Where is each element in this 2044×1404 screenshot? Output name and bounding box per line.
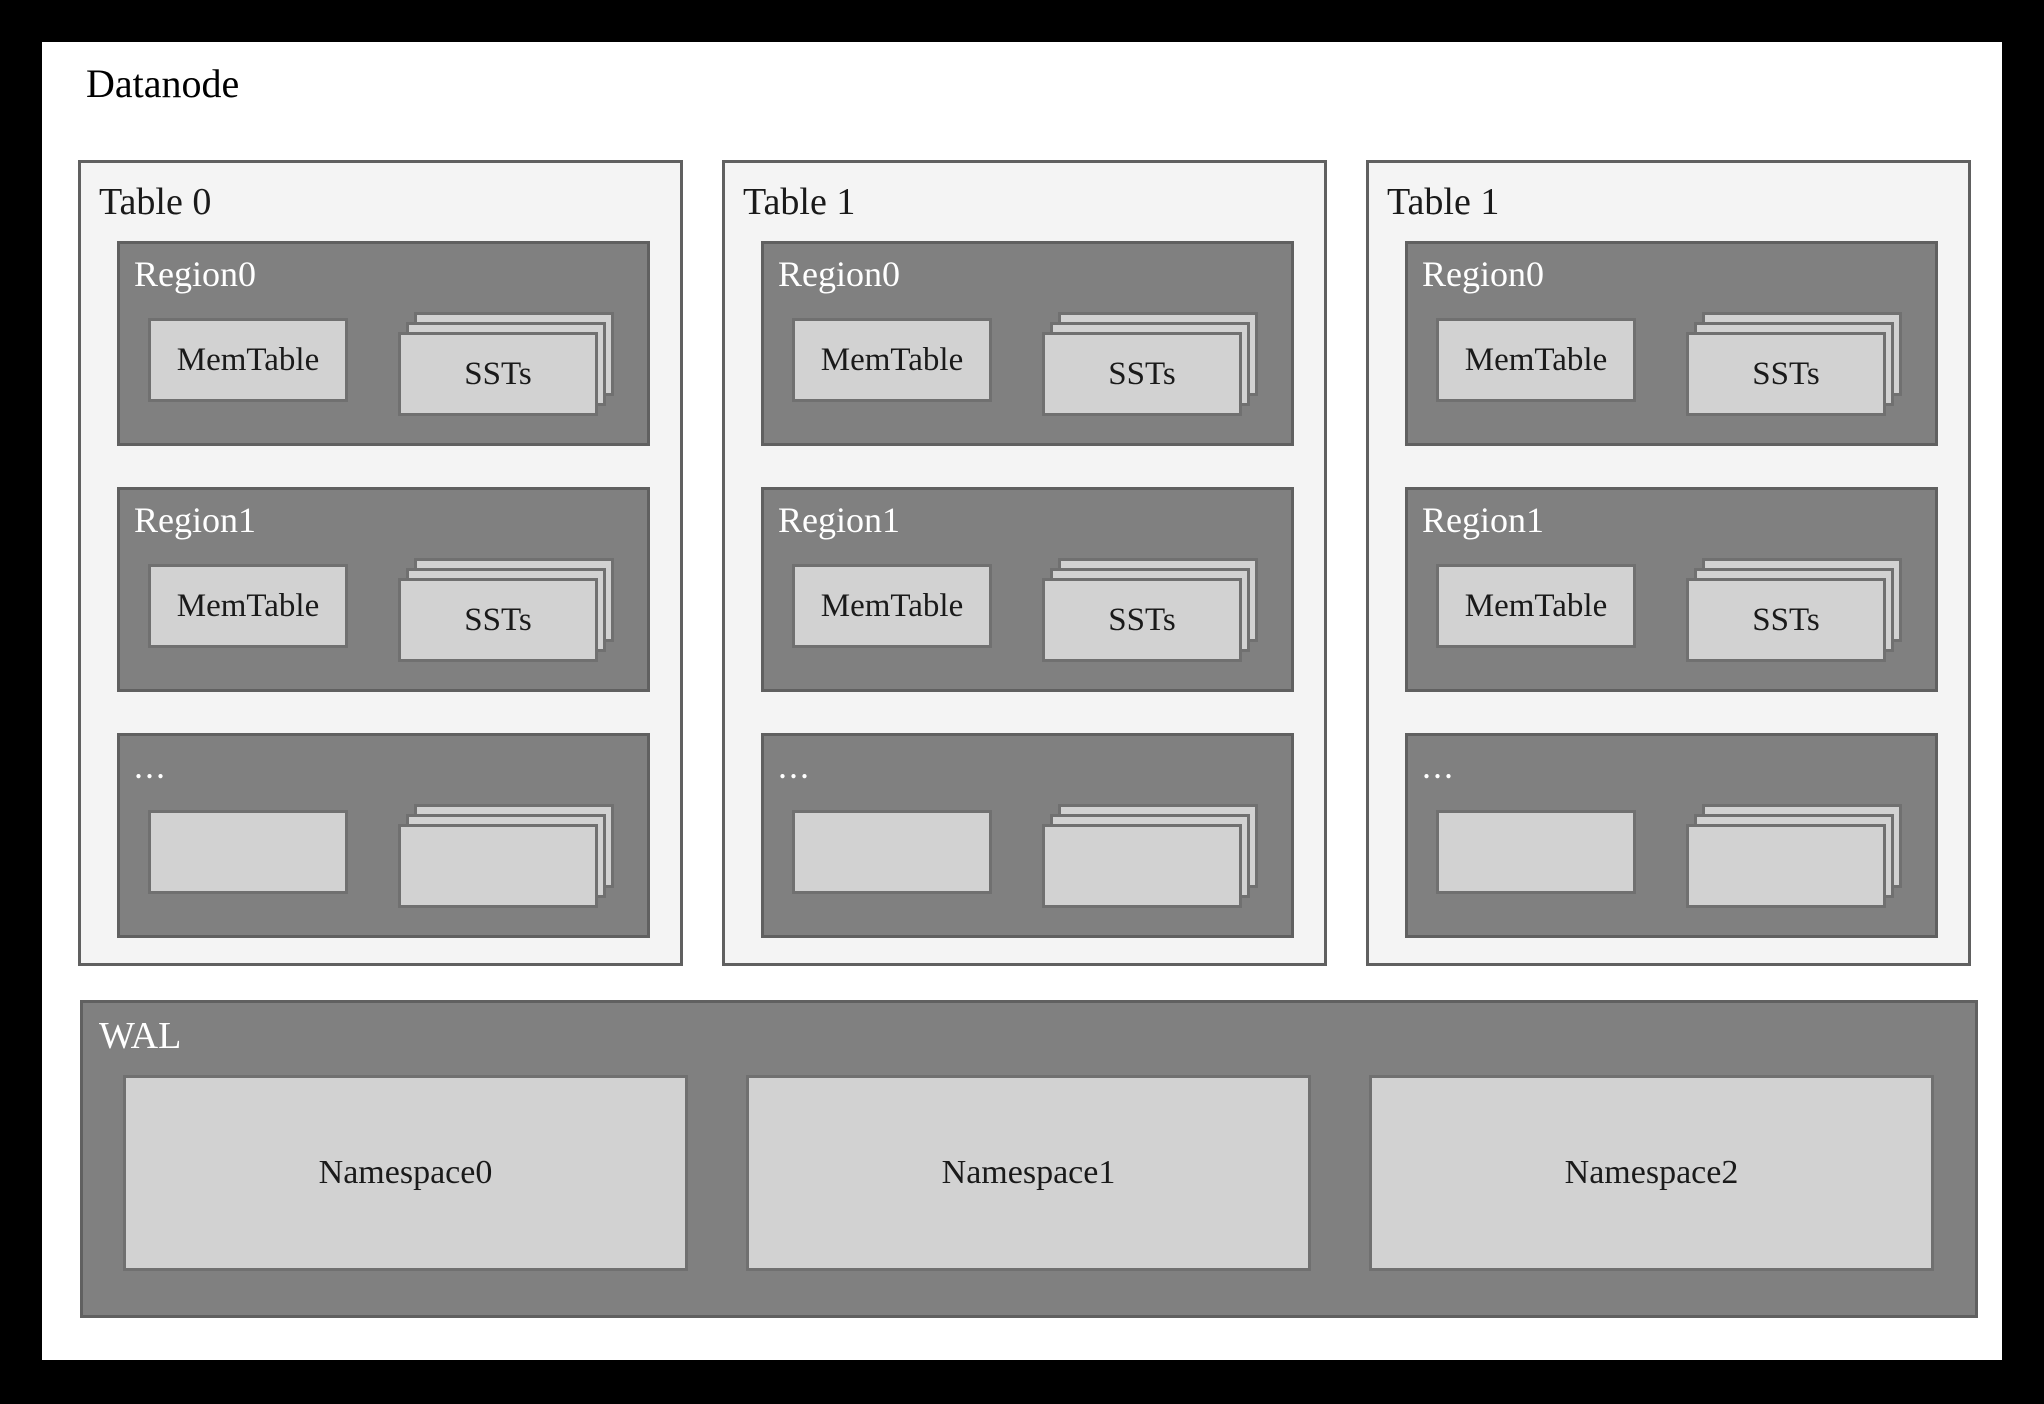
namespaces-row: Namespace0 Namespace1 Namespace2 — [123, 1075, 1935, 1271]
memtable-box[interactable]: MemTable — [792, 318, 992, 402]
sst-sheet — [1042, 824, 1242, 908]
sst-sheet: SSTs — [1686, 578, 1886, 662]
region-box[interactable]: ... — [117, 733, 650, 938]
sst-label: SSTs — [464, 355, 532, 392]
sst-sheet: SSTs — [1042, 578, 1242, 662]
namespace-label: Namespace0 — [318, 1154, 493, 1191]
memtable-box[interactable] — [1436, 810, 1636, 894]
wal-title: WAL — [99, 1015, 182, 1057]
table-title: Table 1 — [1387, 181, 1500, 223]
namespace-box[interactable]: Namespace0 — [123, 1075, 688, 1271]
sst-stack[interactable] — [398, 804, 614, 908]
sst-sheet: SSTs — [1042, 332, 1242, 416]
namespace-box[interactable]: Namespace2 — [1369, 1075, 1934, 1271]
memtable-label: MemTable — [820, 341, 964, 378]
region-title: Region1 — [1422, 500, 1544, 540]
region-body — [148, 804, 626, 916]
memtable-label: MemTable — [1464, 341, 1608, 378]
sst-stack[interactable]: SSTs — [398, 558, 614, 662]
memtable-box[interactable] — [148, 810, 348, 894]
namespace-box[interactable]: Namespace1 — [746, 1075, 1311, 1271]
region-box[interactable]: ... — [1405, 733, 1938, 938]
region-title: Region1 — [134, 500, 256, 540]
region-title: Region0 — [1422, 254, 1544, 294]
memtable-box[interactable]: MemTable — [1436, 564, 1636, 648]
region-body — [792, 804, 1270, 916]
region-body: MemTable SSTs — [792, 558, 1270, 670]
region-title: Region0 — [134, 254, 256, 294]
namespace-label: Namespace1 — [941, 1154, 1116, 1191]
memtable-box[interactable]: MemTable — [792, 564, 992, 648]
memtable-box[interactable]: MemTable — [1436, 318, 1636, 402]
sst-stack[interactable]: SSTs — [398, 312, 614, 416]
region-ellipsis-label: ... — [1422, 746, 1455, 786]
sst-label: SSTs — [1108, 601, 1176, 638]
region-body: MemTable SSTs — [792, 312, 1270, 424]
region-title: Region0 — [778, 254, 900, 294]
region-ellipsis-label: ... — [134, 746, 167, 786]
sst-sheet: SSTs — [398, 578, 598, 662]
table-title: Table 1 — [743, 181, 856, 223]
region-ellipsis-label: ... — [778, 746, 811, 786]
wal-section: WAL Namespace0 Namespace1 Namespace2 — [80, 1000, 1978, 1318]
sst-stack[interactable]: SSTs — [1042, 312, 1258, 416]
page-title: Datanode — [86, 61, 240, 106]
region-box[interactable]: ... — [761, 733, 1294, 938]
memtable-box[interactable] — [792, 810, 992, 894]
table-title: Table 0 — [99, 181, 212, 223]
namespace-label: Namespace2 — [1564, 1154, 1739, 1191]
memtable-box[interactable]: MemTable — [148, 318, 348, 402]
memtable-label: MemTable — [176, 587, 320, 624]
memtable-label: MemTable — [820, 587, 964, 624]
sst-stack[interactable]: SSTs — [1686, 312, 1902, 416]
sst-stack[interactable]: SSTs — [1042, 558, 1258, 662]
sst-sheet: SSTs — [1686, 332, 1886, 416]
sst-stack[interactable]: SSTs — [1686, 558, 1902, 662]
sst-label: SSTs — [464, 601, 532, 638]
region-body: MemTable SSTs — [148, 312, 626, 424]
sst-sheet — [398, 824, 598, 908]
sst-stack[interactable] — [1042, 804, 1258, 908]
sst-label: SSTs — [1108, 355, 1176, 392]
region-body — [1436, 804, 1914, 916]
region-body: MemTable SSTs — [148, 558, 626, 670]
memtable-label: MemTable — [1464, 587, 1608, 624]
sst-sheet — [1686, 824, 1886, 908]
region-body: MemTable SSTs — [1436, 558, 1914, 670]
sst-label: SSTs — [1752, 601, 1820, 638]
region-body: MemTable SSTs — [1436, 312, 1914, 424]
memtable-box[interactable]: MemTable — [148, 564, 348, 648]
sst-sheet: SSTs — [398, 332, 598, 416]
region-title: Region1 — [778, 500, 900, 540]
sst-label: SSTs — [1752, 355, 1820, 392]
sst-stack[interactable] — [1686, 804, 1902, 908]
memtable-label: MemTable — [176, 341, 320, 378]
